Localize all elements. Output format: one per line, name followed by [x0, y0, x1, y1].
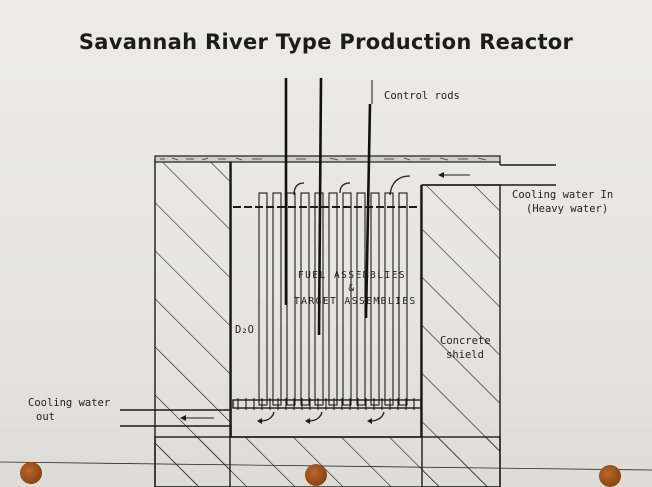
label-cooling-in-line2: (Heavy water): [526, 203, 609, 216]
left-shield-wall: [154, 159, 231, 487]
outlet-flow-arrowhead: [180, 415, 186, 421]
label-concrete-shield: Concrete shield: [440, 334, 491, 362]
control-rods: [284, 77, 372, 336]
bottom-plenum: [232, 399, 422, 409]
page-rule: [0, 461, 652, 471]
binder-hole-right: [599, 465, 621, 487]
top-cover-texture: [160, 157, 487, 161]
fuel-target-assemblies: [258, 192, 408, 406]
binder-hole-center: [305, 464, 327, 486]
outlet-pipe: [120, 409, 421, 438]
label-fuel-line3: TARGET ASSEMBLIES: [294, 295, 417, 307]
diagram-title: Savannah River Type Production Reactor: [78, 30, 574, 54]
label-fuel-line2: &: [348, 282, 356, 294]
label-fuel-assemblies: FUEL ASSEMBLIES & TARGET ASSEMBLIES: [294, 270, 417, 308]
bottom-shield: [154, 436, 501, 487]
plenum-teeth: [237, 398, 415, 410]
label-cooling-in: Cooling water In (Heavy water): [512, 188, 613, 216]
plenum-flow-arrows: [261, 411, 385, 422]
label-cooling-out-line2: out: [36, 411, 55, 424]
label-concrete-line1: Concrete: [440, 335, 491, 347]
inlet-flow-arrowhead: [438, 172, 444, 178]
plenum-arrowheads: [257, 418, 372, 424]
binder-hole-left: [20, 462, 42, 484]
label-control-rods: Control rods: [384, 90, 460, 102]
top-cover: [154, 155, 501, 163]
label-cooling-out: Cooling water out: [28, 396, 110, 424]
label-concrete-line2: shield: [446, 349, 484, 362]
label-fuel-line1: FUEL ASSEMBLIES: [297, 270, 407, 281]
inlet-pipe: [422, 162, 556, 186]
label-cooling-in-line1: Cooling water In: [512, 189, 614, 201]
label-cooling-out-line1: Cooling water: [28, 397, 111, 409]
label-d2o: D₂O: [235, 324, 254, 336]
tube-inlet-hooks: [293, 175, 411, 196]
